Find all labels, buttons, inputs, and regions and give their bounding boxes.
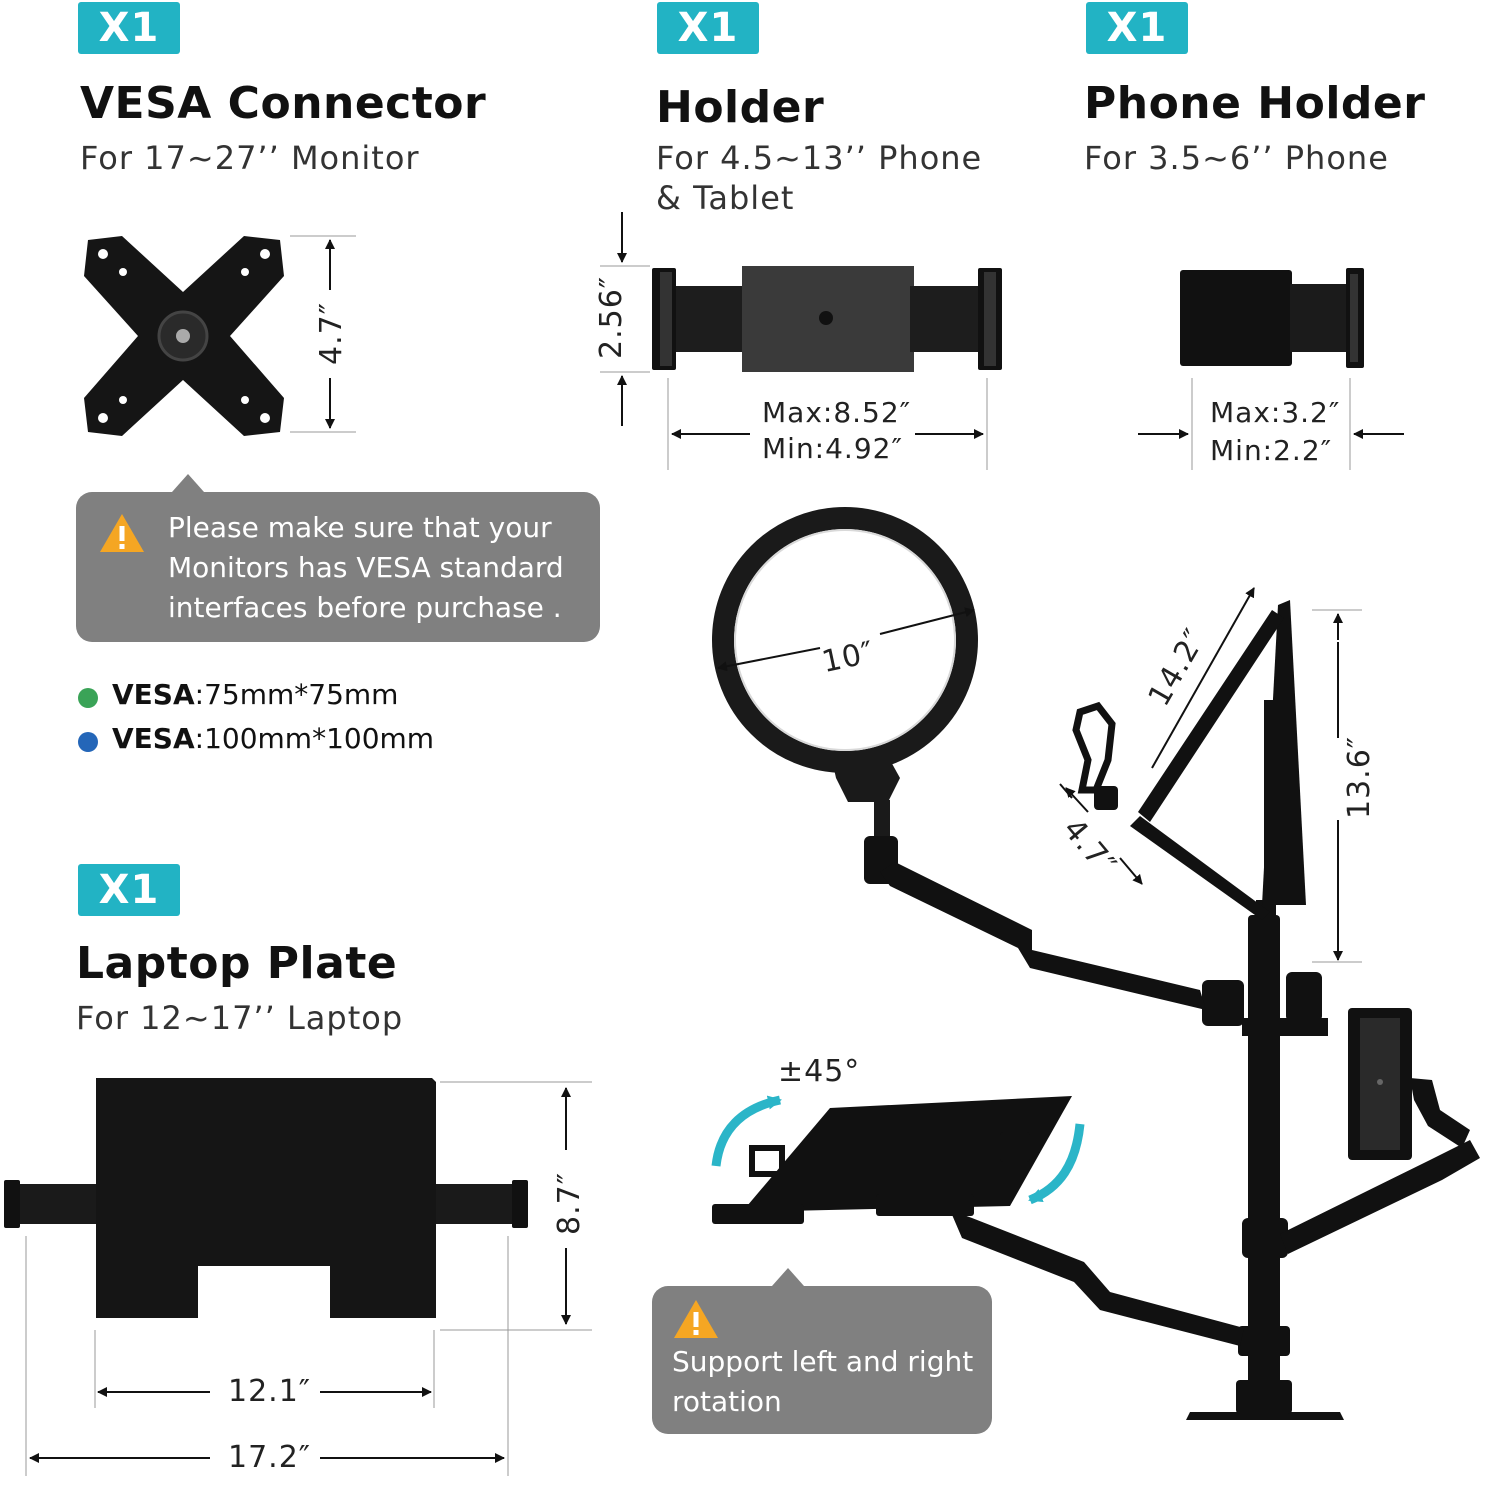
warning-icon (674, 1300, 718, 1338)
vesa-height-label: 4.7″ (313, 302, 349, 365)
vesa-100-dot-icon (78, 732, 98, 752)
quantity-badge-holder: X1 (657, 2, 759, 54)
vesa-spec-75: VESA:75mm*75mm (112, 678, 398, 711)
vesa-subtitle: For 17~27’’ Monitor (80, 139, 420, 177)
holder-subtitle-line2: & Tablet (656, 179, 795, 217)
holder-max-width: Max:8.52″ (762, 396, 912, 429)
rotation-warning-line2: rotation (672, 1385, 782, 1418)
holder-min-width: Min:4.92″ (762, 432, 903, 465)
laptop-outer-width-label: 17.2″ (228, 1440, 312, 1475)
warning-icon (100, 514, 144, 552)
vesa-75-dot-icon (78, 688, 98, 708)
quantity-badge-vesa: X1 (78, 2, 180, 54)
vesa-title: VESA Connector (80, 78, 487, 129)
quantity-badge-phone: X1 (1086, 2, 1188, 54)
phone-max-width: Max:3.2″ (1210, 396, 1341, 429)
pole-height-label: 13.6″ (1342, 735, 1378, 820)
vesa-warning-line1: Please make sure that your (168, 511, 552, 544)
phone-holder-title: Phone Holder (1084, 78, 1426, 129)
vesa-spec-value: :100mm*100mm (194, 722, 435, 755)
rotation-warning-note: Support left and right rotation (652, 1268, 992, 1434)
laptop-plate-drawing (4, 1078, 528, 1318)
note-pointer (772, 1268, 804, 1286)
vesa-spec-label: VESA (112, 678, 195, 711)
laptop-plate-subtitle: For 12~17’’ Laptop (76, 999, 404, 1037)
vesa-spec-label: VESA (112, 722, 195, 755)
laptop-inner-width-label: 12.1″ (228, 1374, 312, 1409)
vesa-warning-line2: Monitors has VESA standard (168, 551, 564, 584)
phone-min-width: Min:2.2″ (1210, 434, 1333, 467)
desk-stand-drawing (712, 600, 1480, 1420)
vesa-plate-drawing (84, 236, 284, 436)
quantity-badge-laptop: X1 (78, 864, 180, 916)
vesa-warning-note: Please make sure that your Monitors has … (76, 474, 600, 642)
rotation-angle-label: ±45° (778, 1054, 861, 1089)
holder-height-label: 2.56″ (594, 275, 630, 360)
phone-holder-drawing (1180, 268, 1364, 368)
vesa-spec-100: VESA:100mm*100mm (112, 722, 434, 755)
rotation-warning-line1: Support left and right (672, 1345, 974, 1378)
laptop-height-label: 8.7″ (551, 1172, 587, 1235)
holder-title: Holder (656, 82, 825, 133)
note-pointer (172, 474, 204, 492)
tablet-holder-drawing (652, 266, 1002, 372)
holder-subtitle-line1: For 4.5~13’’ Phone (656, 139, 983, 177)
phone-holder-subtitle: For 3.5~6’’ Phone (1084, 139, 1389, 177)
ring-light-drawing (712, 507, 978, 884)
vesa-spec-value: :75mm*75mm (194, 678, 399, 711)
vesa-warning-line3: interfaces before purchase . (168, 591, 562, 624)
laptop-plate-title: Laptop Plate (76, 938, 398, 989)
